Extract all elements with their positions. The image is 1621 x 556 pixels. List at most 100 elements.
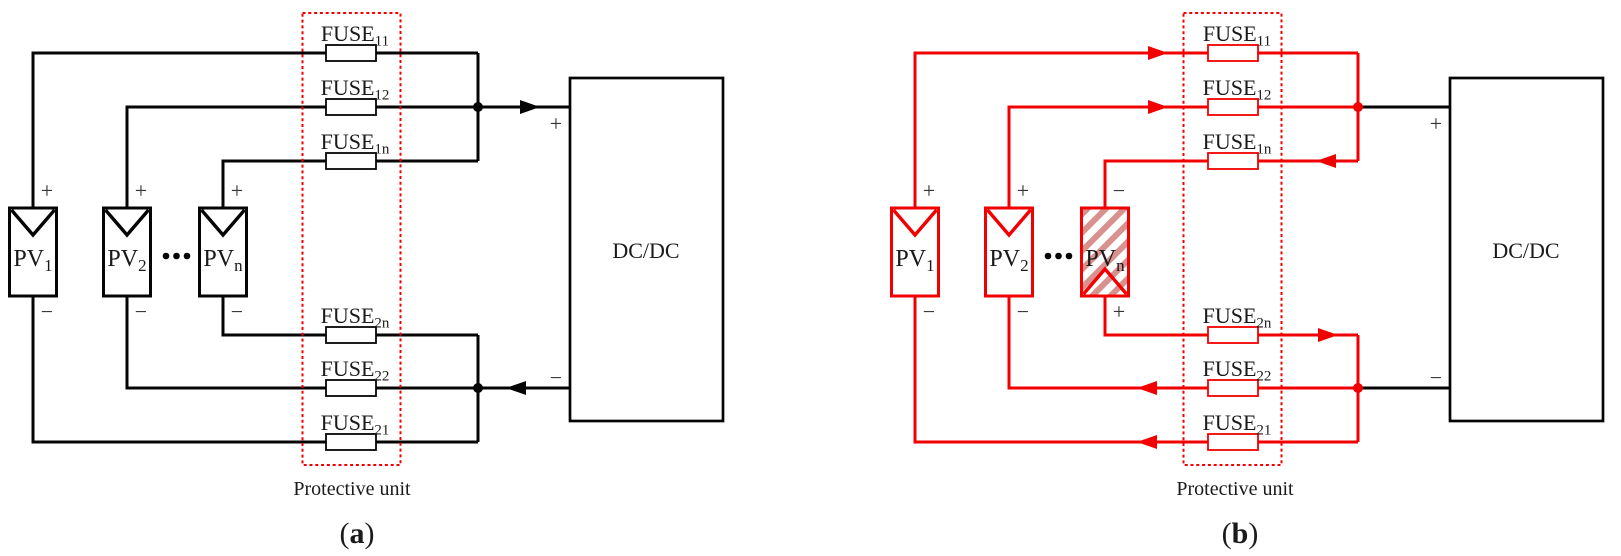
fuse-label-21: FUSE21 [321, 410, 390, 439]
current-arrow-icon [1318, 328, 1338, 342]
fuse-label-1n: FUSE1n [1203, 129, 1272, 158]
dcdc-label: DC/DC [612, 238, 679, 263]
wire-pvn-top [1103, 159, 1358, 208]
pv1-minus-sign: − [923, 299, 935, 324]
wire-pv1-positive [31, 51, 478, 208]
pv1-minus-sign: − [41, 299, 53, 324]
dcdc-stubs-b [1358, 105, 1450, 390]
fuse-body-11 [1207, 44, 1259, 62]
protective-unit-box [301, 12, 402, 466]
protective-unit-box [1182, 12, 1283, 466]
pv1-plus-sign: + [41, 178, 53, 203]
pv1-chevron-icon [892, 208, 938, 238]
fuse-label-12: FUSE12 [321, 75, 390, 104]
pv-panels-b [890, 206, 1130, 298]
current-arrow-icon [1316, 154, 1336, 168]
fuse-body-12 [1207, 98, 1259, 116]
fault-arrows-b [1137, 46, 1338, 449]
fuse-label-1n: FUSE1n [321, 129, 390, 158]
pvn-minus-sign: − [1113, 178, 1125, 203]
fuse-label-21: FUSE21 [1203, 410, 1272, 439]
wire-pvn-negative [221, 296, 478, 337]
caption-a: (a) [340, 517, 375, 550]
fuse-label-22: FUSE22 [321, 356, 390, 385]
pv2-chevron-icon [104, 208, 150, 238]
fuse-label-11: FUSE11 [1203, 21, 1271, 50]
junction-dot [473, 102, 483, 112]
wire-pv1-negative [31, 296, 478, 444]
fuse-body-22 [1207, 379, 1259, 397]
fuse-body-1n [1207, 152, 1259, 170]
fuse-body-2n [1207, 326, 1259, 344]
dcdc-plus-terminal-label: + [1430, 111, 1442, 136]
pvn-minus-sign: − [231, 299, 243, 324]
pv2-plus-sign: + [1017, 178, 1029, 203]
ellipsis-dots-icon [1044, 252, 1052, 260]
pv2-panel [102, 206, 152, 298]
pvn-plus-sign: + [231, 178, 243, 203]
fuse-body-1n [325, 152, 377, 170]
fuses-b [1207, 44, 1259, 451]
pv2-plus-sign: + [135, 178, 147, 203]
pv2-label: PV2 [107, 246, 146, 275]
pvn-panel [198, 206, 248, 298]
diagram-b: FUSE11 FUSE12 FUSE1n FUSE2n FUSE22 FUSE2… [890, 12, 1605, 550]
wires-b [913, 51, 1360, 444]
dcdc-box [568, 76, 725, 423]
pvn-chevron-icon [200, 208, 246, 238]
fuse-body-22 [325, 379, 377, 397]
current-arrow-icon [506, 381, 526, 395]
pv1-panel [8, 206, 58, 298]
pv-panels-a [8, 206, 248, 298]
pv1-panel [890, 206, 940, 298]
wire-pv2-positive [1007, 105, 1358, 208]
pvn-chevron-icon [1082, 266, 1128, 296]
fuse-body-12 [325, 98, 377, 116]
protective-unit-label: Protective unit [293, 478, 411, 500]
wire-pvn-bottom [1103, 296, 1358, 337]
wire-pvn-positive [221, 159, 478, 208]
dcdc-plus-terminal-label: + [550, 111, 562, 136]
junction-dot [1353, 102, 1363, 112]
pvn-label: PVn [203, 246, 243, 275]
fuse-body-21 [325, 433, 377, 451]
pv1-label: PV1 [13, 246, 52, 275]
fuse-body-11 [325, 44, 377, 62]
fuse-label-12: FUSE12 [1203, 75, 1272, 104]
pvn-label: PVn [1085, 246, 1125, 275]
dcdc-minus-terminal-label: − [1430, 365, 1442, 390]
wire-pv2-positive [125, 105, 478, 208]
pv1-chevron-icon [10, 208, 56, 238]
fuse-label-22: FUSE22 [1203, 356, 1272, 385]
ellipsis-dots-icon [1065, 252, 1073, 260]
current-arrow-icon [1137, 381, 1157, 395]
current-arrow-icon [1137, 435, 1157, 449]
ellipsis-dots-icon [173, 252, 180, 260]
pv2-minus-sign: − [1017, 299, 1029, 324]
pv2-panel [984, 206, 1034, 298]
pv1-label: PV1 [895, 246, 934, 275]
current-arrow-icon [1148, 100, 1168, 114]
pv2-minus-sign: − [135, 299, 147, 324]
pvn-panel-faulted [1080, 206, 1130, 298]
pv2-chevron-icon [986, 208, 1032, 238]
junction-dot [473, 383, 483, 393]
protective-unit-label: Protective unit [1176, 478, 1294, 500]
pv2-label: PV2 [989, 246, 1028, 275]
ellipsis-dots-icon [162, 252, 170, 260]
fuse-body-21 [1207, 433, 1259, 451]
current-arrow-icon [1148, 46, 1168, 60]
diagram-a: FUSE11 FUSE12 FUSE1n FUSE2n FUSE22 FUSE2… [8, 12, 725, 550]
dcdc-minus-terminal-label: − [550, 365, 562, 390]
junction-dot [1353, 383, 1363, 393]
dcdc-label: DC/DC [1492, 238, 1559, 263]
fuse-label-11: FUSE11 [321, 21, 389, 50]
fuse-body-2n [325, 326, 377, 344]
dcdc-box [1448, 76, 1605, 423]
pvn-plus-sign: + [1113, 299, 1125, 324]
caption-b: (b) [1222, 517, 1259, 550]
fuses-a [325, 44, 377, 451]
fuse-label-2n: FUSE2n [321, 303, 390, 332]
